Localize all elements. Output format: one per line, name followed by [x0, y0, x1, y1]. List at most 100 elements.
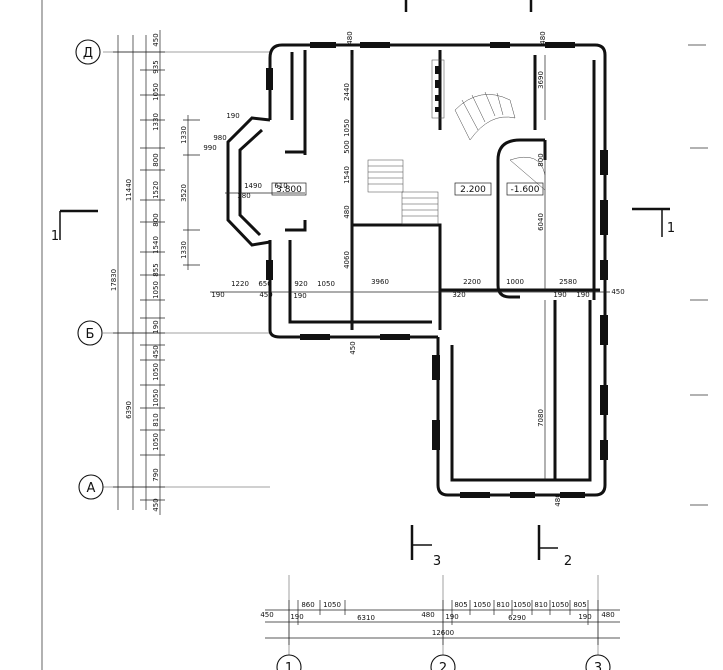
dim-left-inner-2: 1050: [152, 83, 160, 101]
dimension-label: 450: [259, 291, 272, 299]
dimension-label: 190: [290, 613, 303, 621]
dimension-label: 810: [496, 601, 509, 609]
dim-bay-0: 1330: [180, 126, 188, 144]
bay-dimension-chain: 1330 3520 1330: [180, 115, 200, 270]
dimension-label: 3960: [371, 278, 389, 286]
dim-left-inner-9: 855: [152, 263, 160, 276]
dimension-label: 1050: [513, 601, 531, 609]
axis-label-b: Б: [86, 327, 95, 342]
section-mark-2: 2: [537, 525, 572, 569]
dimension-label: 450: [260, 611, 273, 619]
level-mark-3800: 3.800: [271, 182, 307, 196]
level-mark-2200: 2.200: [454, 182, 492, 196]
section-mark-1-right: 1: [632, 207, 675, 237]
margin-dashes: [688, 44, 708, 506]
level-mark-minus-1600: -1.600: [506, 182, 544, 196]
dim-left-inner-17: 450: [152, 498, 160, 511]
dimension-label: 805: [573, 601, 586, 609]
dimension-label: 980: [213, 134, 226, 142]
axis-label-1: 1: [285, 661, 293, 670]
dim-left-inner-1: 935: [152, 60, 160, 73]
dimension-label: 190: [293, 292, 306, 300]
dimension-label: 1050: [323, 601, 341, 609]
dim-left-inner-0: 450: [152, 33, 160, 46]
dim-6390: 6390: [125, 401, 133, 419]
dimension-label: 4060: [343, 251, 351, 269]
dimension-label: 920: [294, 280, 307, 288]
dim-left-inner-7: 1540: [152, 236, 160, 254]
axis-label-2: 2: [439, 661, 447, 670]
axis-label-d: Д: [83, 46, 93, 61]
dimension-label: 1050: [317, 280, 335, 288]
dimension-label: 320: [452, 291, 465, 299]
dimension-label: 450: [349, 341, 357, 354]
dim-left-inner-15: 1050: [152, 433, 160, 451]
dimension-label: 650: [258, 280, 271, 288]
dimension-label: 1: [667, 221, 675, 236]
dimension-label: 1000: [506, 278, 524, 286]
dimension-label: 860: [301, 601, 314, 609]
dimension-label: 480: [343, 205, 351, 218]
plan-dimension-labels: 1490 610 380 2440 1050 500 1540 480 4060…: [203, 31, 624, 506]
dimension-label: 190: [211, 291, 224, 299]
kitchen-fixtures: [431, 59, 445, 119]
axis-label-3: 3: [594, 661, 602, 670]
dimension-label: 480: [346, 31, 354, 44]
dimension-label: 6040: [537, 213, 545, 231]
dimension-label: 450: [611, 288, 624, 296]
dimension-label: 2440: [343, 83, 351, 101]
building-walls: [226, 43, 607, 497]
dim-left-inner-14: 810: [152, 413, 160, 426]
dimension-label: 480: [539, 31, 547, 44]
staircase: [367, 91, 546, 225]
dimension-label: 480: [601, 611, 614, 619]
dim-11440: 11440: [125, 179, 133, 201]
dim-left-inner-3: 1330: [152, 113, 160, 131]
dim-bay-1: 3520: [180, 184, 188, 202]
dim-left-inner-5: 1520: [152, 181, 160, 199]
dimension-label: 810: [534, 601, 547, 609]
dimension-label: 610: [274, 182, 287, 190]
axis-row-b: Б: [77, 320, 270, 346]
dimension-label: 190: [576, 291, 589, 299]
dimension-label: -1.600: [510, 185, 539, 195]
dimension-label: 1: [51, 229, 59, 244]
dimension-label: 190: [578, 613, 591, 621]
dim-left-inner-6: 800: [152, 213, 160, 226]
dim-left-inner-13: 1050: [152, 389, 160, 407]
axis-label-a: А: [87, 481, 96, 496]
left-dimension-chains: 17830 11440 6390 450 935 1050 1330 800 1…: [110, 30, 165, 515]
dim-left-inner-4: 800: [152, 153, 160, 166]
dimension-label: 3690: [537, 71, 545, 89]
dimension-label: 800: [537, 153, 545, 166]
dim-17830: 17830: [110, 269, 118, 291]
dimension-label: 1050: [343, 119, 351, 137]
window-openings: [266, 42, 608, 498]
axis-row-a: А: [78, 474, 270, 500]
dimension-label: 1490: [244, 182, 262, 190]
bottom-dimension-chains: 860 1050 805 1050 810 1050 810 1050 805 …: [260, 600, 620, 645]
dimension-label: 380: [237, 192, 250, 200]
dimension-label: 500: [343, 140, 351, 153]
dimension-label: 2200: [463, 278, 481, 286]
dimension-label: 6290: [508, 614, 526, 622]
axis-row-d: Д: [75, 39, 270, 65]
dim-left-inner-8: 1050: [152, 281, 160, 299]
dimension-label: 7080: [537, 409, 545, 427]
dimension-label: 6310: [357, 614, 375, 622]
dimension-label: 805: [454, 601, 467, 609]
dim-bay-2: 1330: [180, 241, 188, 259]
section-mark-3: 3: [410, 525, 441, 569]
dimension-label: 480: [421, 611, 434, 619]
dimension-label: 1540: [343, 166, 351, 184]
dim-left-inner-16: 790: [152, 468, 160, 481]
dimension-label: 190: [445, 613, 458, 621]
section-marks-top: [404, 0, 533, 12]
dimension-label: 190: [226, 112, 239, 120]
dimension-label: 3: [433, 554, 441, 569]
dimension-label: 3.800: [276, 185, 302, 195]
section-mark-1-left: 1: [51, 209, 98, 244]
dimension-label: 1050: [473, 601, 491, 609]
dimension-label: 1220: [231, 280, 249, 288]
